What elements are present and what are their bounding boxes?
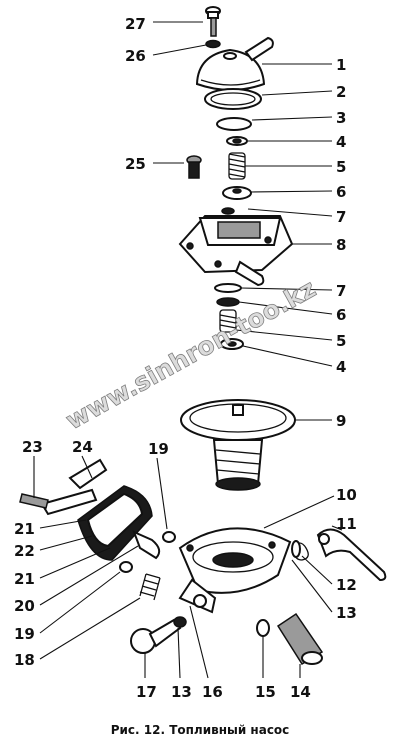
callout-7-lower: 7 xyxy=(336,282,346,300)
callout-13-bottom: 13 xyxy=(171,683,192,701)
part-4-valve-top xyxy=(226,136,248,146)
part-2-filter xyxy=(204,88,262,110)
part-19-washer-lower xyxy=(119,561,133,573)
part-3-gasket xyxy=(216,117,252,131)
callout-2: 2 xyxy=(336,83,346,101)
part-10-lower-body xyxy=(178,527,292,614)
callout-4: 4 xyxy=(336,133,346,151)
part-11-lever xyxy=(316,528,387,582)
callout-27: 27 xyxy=(125,15,146,33)
part-16-ring xyxy=(173,616,187,628)
figure-caption: Рис. 12. Топливный насос xyxy=(111,723,290,737)
callout-26: 26 xyxy=(125,47,146,65)
part-6-valve-seat-top xyxy=(222,186,252,200)
callout-19-lower: 19 xyxy=(14,625,35,643)
callout-6-lower: 6 xyxy=(336,306,346,324)
part-19-washer-upper xyxy=(162,531,176,543)
part-25-screw xyxy=(186,155,202,179)
callout-25: 25 xyxy=(125,155,146,173)
callout-1: 1 xyxy=(336,56,346,74)
callout-3: 3 xyxy=(336,109,346,127)
callout-6: 6 xyxy=(336,183,346,201)
part-5-spring-top xyxy=(228,152,246,180)
callout-8: 8 xyxy=(336,236,346,254)
callout-15: 15 xyxy=(255,683,276,701)
callout-11: 11 xyxy=(336,515,357,533)
part-7-gasket-lower xyxy=(214,283,242,293)
callout-10: 10 xyxy=(336,486,357,504)
part-5-spring-lower xyxy=(219,309,237,333)
part-9-diaphragm xyxy=(180,399,296,491)
callout-18: 18 xyxy=(14,651,35,669)
callout-22: 22 xyxy=(14,542,35,560)
callout-4-lower: 4 xyxy=(336,358,346,376)
part-14-rod xyxy=(276,612,324,666)
callout-16: 16 xyxy=(202,683,223,701)
callout-7: 7 xyxy=(336,208,346,226)
part-26-washer xyxy=(205,39,221,49)
part-8-body xyxy=(178,207,294,287)
part-20-lever-small xyxy=(132,530,161,560)
callout-12: 12 xyxy=(336,576,357,594)
callout-24: 24 xyxy=(72,438,93,456)
callout-5: 5 xyxy=(336,158,346,176)
callout-23: 23 xyxy=(22,438,43,456)
part-13-ring xyxy=(291,540,301,558)
callout-labels: 27 26 1 2 3 4 25 5 6 7 8 7 6 5 4 9 23 24… xyxy=(14,15,357,701)
part-24-cover xyxy=(19,458,153,561)
callout-21-lower: 21 xyxy=(14,570,35,588)
callout-20: 20 xyxy=(14,597,35,615)
part-27-screw xyxy=(205,6,221,37)
part-17-pusher xyxy=(130,618,182,654)
callout-9: 9 xyxy=(336,412,346,430)
part-6-seat-lower xyxy=(216,297,240,307)
callout-13-right: 13 xyxy=(336,604,357,622)
callout-21-upper: 21 xyxy=(14,520,35,538)
callout-5-lower: 5 xyxy=(336,332,346,350)
leader-lines xyxy=(33,21,343,679)
callout-19-upper: 19 xyxy=(148,440,169,458)
callout-14: 14 xyxy=(290,683,311,701)
callout-17: 17 xyxy=(136,683,157,701)
part-18-spring xyxy=(139,573,161,601)
part-4-valve-lower xyxy=(220,338,244,350)
part-15-washer xyxy=(256,619,270,637)
